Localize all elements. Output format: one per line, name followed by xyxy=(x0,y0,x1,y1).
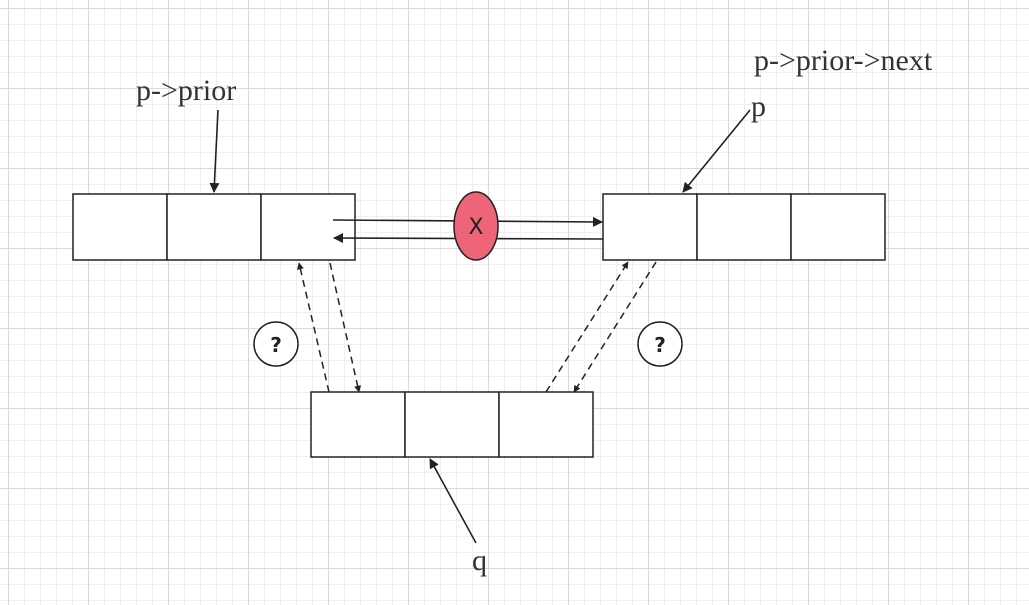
node-q-cell-1 xyxy=(310,391,406,458)
dashed-q-prior-to-prior xyxy=(297,262,330,393)
broken-link-x-icon: X xyxy=(468,215,483,240)
node-q xyxy=(310,391,594,458)
node-q-cell-2 xyxy=(404,391,500,458)
node-prior xyxy=(72,193,356,261)
broken-link-marker: X xyxy=(453,191,499,261)
arrow-p-pointer xyxy=(682,109,751,193)
unknown-left-question-icon: ? xyxy=(270,333,282,357)
unknown-right-question-icon: ? xyxy=(654,333,666,357)
node-p-cell-2 xyxy=(696,193,792,261)
broken-link-ellipse xyxy=(453,191,499,261)
unknown-left-circle xyxy=(253,321,299,367)
unknown-right-circle xyxy=(637,321,683,367)
dashed-prior-next-to-q xyxy=(329,262,362,393)
label-p: p xyxy=(751,90,766,123)
arrow-q-pointer xyxy=(429,458,477,544)
unknown-right-marker: ? xyxy=(637,321,683,367)
dashed-q-next-to-p xyxy=(545,261,629,393)
label-q: q xyxy=(472,544,487,577)
unknown-left-marker: ? xyxy=(253,321,299,367)
node-prior-cell-1 xyxy=(72,193,168,261)
dashed-p-prior-to-q xyxy=(573,261,657,393)
arrow-p-prior-pointer xyxy=(209,109,220,193)
node-p-cell-3 xyxy=(790,193,886,261)
node-q-cell-3 xyxy=(498,391,594,458)
label-p-prior-next: p->prior->next xyxy=(754,44,933,77)
node-p-cell-1 xyxy=(602,193,698,261)
node-prior-cell-3 xyxy=(260,193,356,261)
node-prior-cell-2 xyxy=(166,193,262,261)
node-p xyxy=(602,193,886,261)
label-p-prior: p->prior xyxy=(136,74,237,107)
